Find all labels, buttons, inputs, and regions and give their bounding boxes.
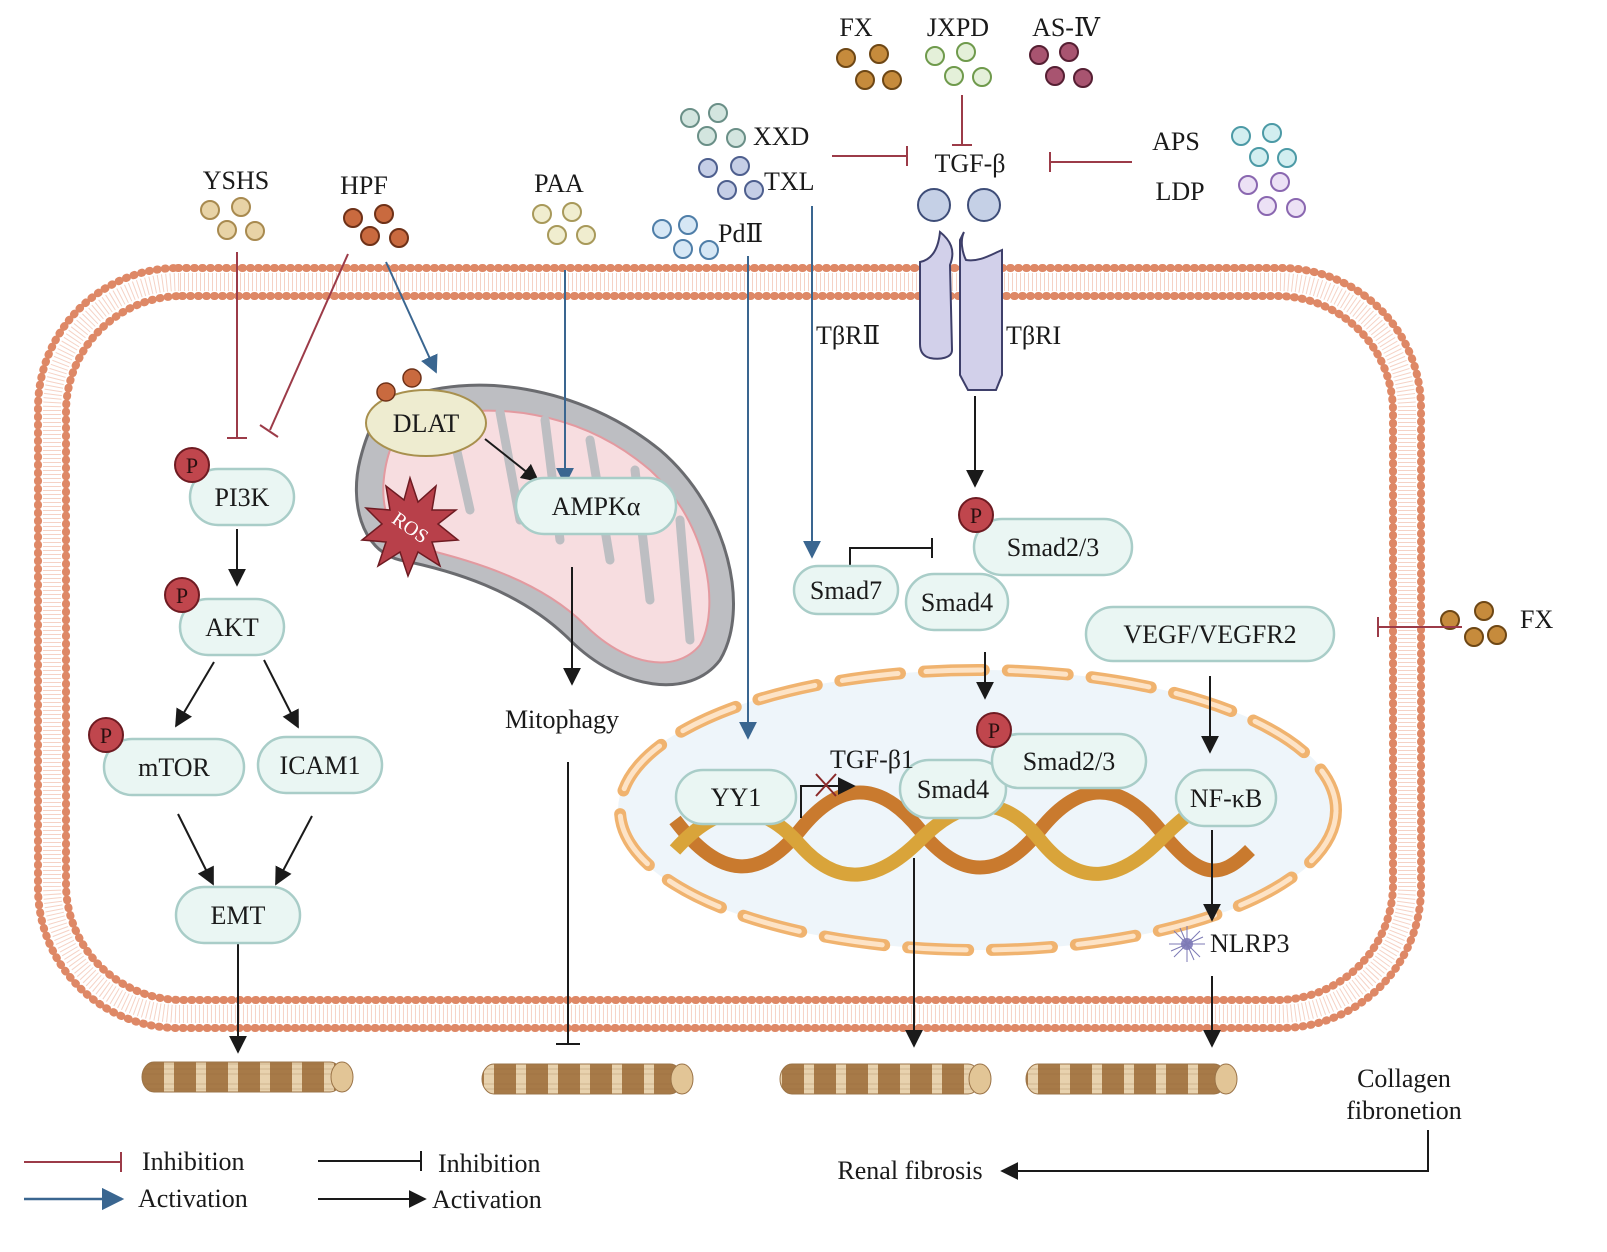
compound-label-pd2: PdⅡ bbox=[718, 219, 763, 248]
legend-black-activation-label: Activation bbox=[432, 1185, 542, 1214]
collagen-fiber-4 bbox=[1025, 1063, 1238, 1095]
tgf-beta-ligand-left bbox=[917, 188, 951, 222]
mitophagy-label: Mitophagy bbox=[505, 705, 619, 734]
collagen-fiber-3 bbox=[779, 1063, 992, 1095]
compound-label-jxpd: JXPD bbox=[927, 13, 989, 42]
edge-hpf-pi3k bbox=[269, 253, 349, 431]
compound-cluster-txl bbox=[698, 156, 764, 200]
compound-label-fx-right: FX bbox=[1520, 605, 1553, 634]
compound-label-ldp: LDP bbox=[1155, 177, 1204, 206]
collagen-fiber-1 bbox=[141, 1061, 354, 1093]
node-dlat: DLAT bbox=[365, 368, 487, 457]
node-mtor-label: mTOR bbox=[138, 753, 210, 782]
receptor-type2-label: TβRⅡ bbox=[816, 321, 880, 350]
phospho-icon bbox=[174, 447, 210, 483]
node-icam1: ICAM1 bbox=[256, 735, 384, 795]
compound-cluster-fx-top bbox=[836, 44, 902, 90]
compound-label-paa: PAA bbox=[534, 169, 584, 198]
nlrp3-label: NLRP3 bbox=[1210, 929, 1289, 958]
node-vegf-label: VEGF/VEGFR2 bbox=[1123, 620, 1296, 649]
tgf-beta1-gene-label: TGF-β1 bbox=[830, 745, 914, 774]
node-yy1-label: YY1 bbox=[711, 783, 762, 812]
legend: Inhibition Activation Inhibition Activat… bbox=[24, 1147, 542, 1214]
node-smad4-nuc-label: Smad4 bbox=[917, 775, 989, 804]
collagen-label-line2: fibronetion bbox=[1346, 1096, 1462, 1125]
legend-red-inhibition-label: Inhibition bbox=[142, 1147, 245, 1176]
compound-cluster-aps bbox=[1231, 123, 1297, 168]
receptor-type2 bbox=[919, 230, 954, 360]
phospho-icon bbox=[958, 497, 994, 533]
receptor-type1-label: TβRI bbox=[1006, 321, 1061, 350]
node-mtor: mTOR P bbox=[88, 717, 246, 797]
compound-cluster-yshs bbox=[200, 197, 265, 241]
nlrp3-inflammasome-icon bbox=[1169, 926, 1205, 962]
phospho-label: P bbox=[186, 453, 198, 478]
node-smad4-cyto-label: Smad4 bbox=[921, 588, 993, 617]
node-ampk-label: AMPKα bbox=[552, 492, 641, 521]
compound-cluster-paa bbox=[532, 202, 596, 245]
phospho-label: P bbox=[176, 583, 188, 608]
black-edges bbox=[175, 396, 1429, 1180]
node-yy1: YY1 bbox=[674, 768, 798, 826]
compound-label-yshs: YSHS bbox=[203, 166, 269, 195]
tgf-beta-ligand-label: TGF-β bbox=[934, 149, 1005, 178]
compound-cluster-jxpd bbox=[925, 42, 992, 87]
node-pi3k: PI3K P bbox=[174, 447, 296, 527]
node-smad4-nuc: Smad4 bbox=[898, 758, 1008, 820]
node-ampk: AMPKα bbox=[514, 476, 678, 536]
compound-cluster-as4 bbox=[1029, 42, 1093, 88]
edge-hpf-dlat bbox=[385, 261, 438, 374]
node-smad4-cyto: Smad4 bbox=[904, 572, 1010, 632]
node-vegf: VEGF/VEGFR2 bbox=[1084, 605, 1336, 663]
compound-label-txl: TXL bbox=[764, 167, 815, 196]
compound-cluster-pd2 bbox=[652, 215, 719, 260]
node-dlat-label: DLAT bbox=[393, 409, 460, 438]
phospho-label: P bbox=[970, 503, 982, 528]
phospho-icon bbox=[88, 717, 124, 753]
compound-cluster-xxd bbox=[680, 103, 746, 148]
compound-label-fx-top: FX bbox=[839, 13, 872, 42]
node-smad23-cyto-label: Smad2/3 bbox=[1007, 533, 1099, 562]
compound-cluster-hpf bbox=[343, 204, 409, 248]
node-smad23-nuc: Smad2/3 P bbox=[976, 712, 1148, 790]
compound-label-as4: AS-Ⅳ bbox=[1032, 13, 1101, 42]
ros-star: ROS bbox=[360, 475, 460, 579]
node-emt-label: EMT bbox=[211, 901, 266, 930]
renal-fibrosis-label: Renal fibrosis bbox=[837, 1156, 982, 1185]
compound-cluster-fx-right bbox=[1440, 601, 1507, 647]
phospho-label: P bbox=[100, 723, 112, 748]
node-pi3k-label: PI3K bbox=[215, 483, 270, 512]
compound-label-xxd: XXD bbox=[753, 122, 809, 151]
node-smad7-label: Smad7 bbox=[810, 576, 882, 605]
blue-activation-edges bbox=[385, 206, 821, 740]
node-akt-label: AKT bbox=[205, 613, 259, 642]
node-icam1-label: ICAM1 bbox=[280, 751, 361, 780]
node-emt: EMT bbox=[174, 885, 302, 945]
node-nfkb-label: NF-κB bbox=[1190, 784, 1262, 813]
phospho-icon bbox=[976, 712, 1012, 748]
node-smad23-cyto: Smad2/3 P bbox=[958, 497, 1134, 577]
node-smad23-nuc-label: Smad2/3 bbox=[1023, 747, 1115, 776]
node-nfkb: NF-κB bbox=[1174, 768, 1278, 828]
compound-label-aps: APS bbox=[1152, 127, 1200, 156]
tgf-beta-ligand-right bbox=[967, 188, 1001, 222]
node-smad7: Smad7 bbox=[792, 564, 900, 616]
phospho-label: P bbox=[988, 718, 1000, 743]
collagen-label-line1: Collagen bbox=[1357, 1064, 1451, 1093]
phospho-icon bbox=[164, 577, 200, 613]
receptor-type1 bbox=[959, 231, 1003, 391]
legend-blue-activation-label: Activation bbox=[138, 1184, 248, 1213]
legend-black-inhibition-label: Inhibition bbox=[438, 1149, 541, 1178]
collagen-fiber-2 bbox=[481, 1063, 694, 1095]
red-inhibition-edges bbox=[227, 95, 1462, 637]
compound-label-hpf: HPF bbox=[340, 171, 388, 200]
compound-cluster-ldp bbox=[1238, 172, 1306, 218]
cell-membrane bbox=[34, 264, 1425, 1032]
node-akt: AKT P bbox=[164, 577, 286, 657]
